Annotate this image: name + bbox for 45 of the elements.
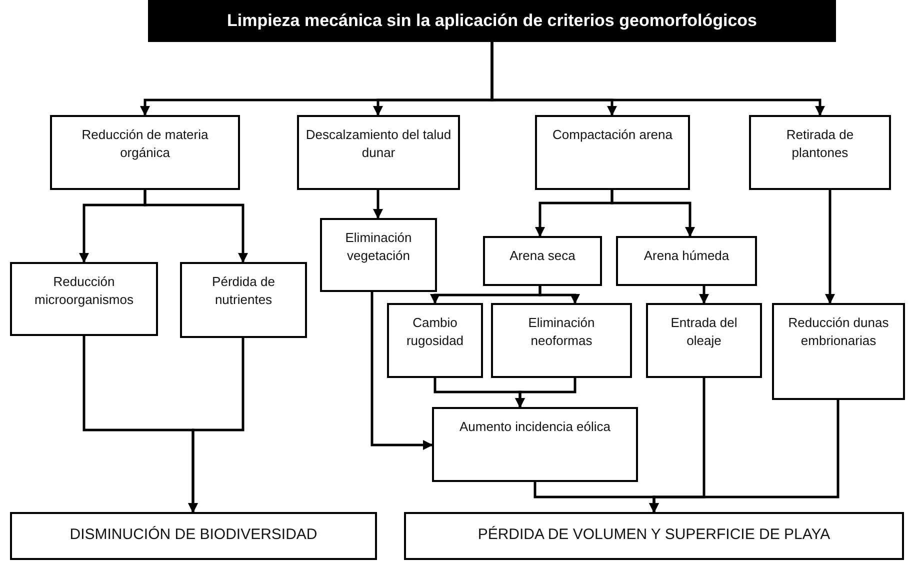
arrow: [370, 292, 433, 450]
outcome-box: [404, 512, 904, 560]
box-text: Cambio rugosidad: [405, 314, 465, 350]
box-text: Reducción de materia orgánica: [80, 126, 210, 162]
box-text: Reducción dunas embrionarias: [787, 314, 890, 350]
process-box: [180, 262, 307, 338]
arrow: [649, 400, 840, 513]
arrow: [610, 190, 695, 237]
process-box: [535, 115, 690, 190]
arrow: [699, 286, 709, 304]
arrow: [144, 190, 248, 263]
box-text: Eliminación vegetación: [344, 229, 413, 266]
box-text: Descalzamiento del talud dunar: [305, 126, 452, 162]
process-box: [749, 115, 891, 190]
process-box: [10, 262, 158, 336]
arrow: [825, 190, 835, 304]
box-text: Limpieza mecánica sin la aplicación de criterios geomorfológicos: [227, 10, 757, 32]
process-box: [772, 303, 905, 400]
process-box: [320, 218, 437, 292]
box-text: Pérdida de nutrientes: [211, 273, 276, 310]
box-text: PÉRDIDA DE VOLUMEN Y SUPERFICIE DE PLAYA: [478, 525, 830, 545]
process-box: [297, 115, 460, 190]
title-banner: [148, 0, 836, 42]
box-text: Compactación arena: [552, 126, 672, 144]
box-text: Retirada de plantones: [785, 126, 855, 162]
box-text: DISMINUCIÓN DE BIODIVERSIDAD: [70, 525, 318, 545]
process-box: [50, 115, 240, 190]
box-text: Aumento incidencia eólica: [459, 418, 611, 436]
arrow: [515, 378, 576, 408]
box-text: Arena seca: [510, 247, 576, 265]
box-text: Arena húmeda: [644, 247, 730, 265]
box-text: Reducción microorganismos: [34, 273, 134, 310]
outcome-box: [10, 512, 377, 560]
process-box: [483, 236, 602, 286]
process-box: [432, 407, 638, 482]
arrow: [490, 42, 825, 116]
process-box: [646, 303, 762, 378]
box-text: Eliminación neoformas: [527, 314, 596, 350]
process-box: [491, 303, 632, 378]
box-text: Entrada del oleaje: [670, 314, 738, 350]
arrow: [538, 286, 580, 304]
arrow: [373, 190, 383, 219]
process-box: [616, 236, 757, 286]
process-box: [387, 303, 483, 378]
arrow: [188, 338, 244, 513]
